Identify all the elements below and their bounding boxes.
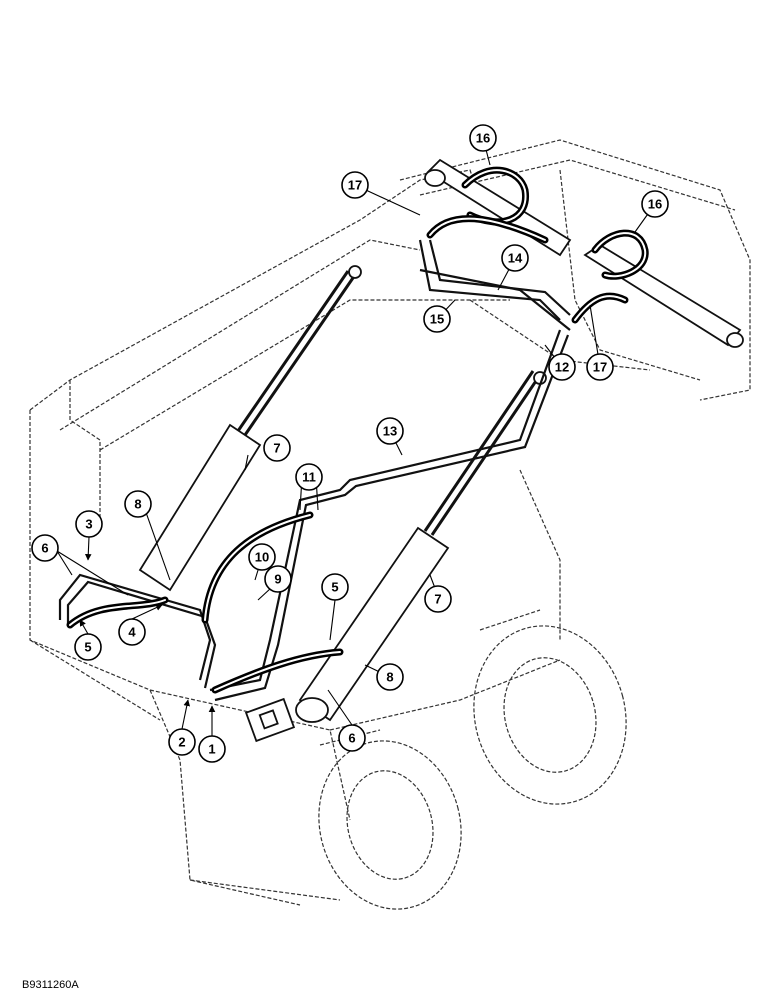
svg-text:16: 16 xyxy=(648,197,662,212)
callout-2: 2 xyxy=(168,728,196,756)
svg-text:9: 9 xyxy=(274,572,281,587)
svg-text:7: 7 xyxy=(273,441,280,456)
svg-text:5: 5 xyxy=(331,580,338,595)
svg-text:17: 17 xyxy=(348,178,362,193)
svg-text:3: 3 xyxy=(85,517,92,532)
svg-text:10: 10 xyxy=(255,550,269,565)
callout-6-right: 6 xyxy=(338,724,366,752)
svg-text:7: 7 xyxy=(434,592,441,607)
callout-11: 11 xyxy=(295,463,323,491)
callout-3: 3 xyxy=(75,510,103,538)
callout-8-left: 8 xyxy=(124,490,152,518)
callout-4: 4 xyxy=(118,618,146,646)
callout-5-left: 5 xyxy=(74,633,102,661)
svg-text:2: 2 xyxy=(178,735,185,750)
callout-14: 14 xyxy=(501,244,529,272)
svg-text:11: 11 xyxy=(302,470,316,485)
callout-15: 15 xyxy=(423,305,451,333)
control-valve xyxy=(244,697,296,743)
steel-tubes xyxy=(58,239,571,702)
callout-13: 13 xyxy=(376,417,404,445)
callout-9: 9 xyxy=(264,565,292,593)
callout-16-right: 16 xyxy=(641,190,669,218)
callout-1: 1 xyxy=(198,735,226,763)
callout-16-left: 16 xyxy=(469,124,497,152)
callout-10: 10 xyxy=(248,543,276,571)
callout-8-right: 8 xyxy=(376,663,404,691)
callout-6-left: 6 xyxy=(31,534,59,562)
right-lift-cylinder xyxy=(295,370,547,723)
svg-text:6: 6 xyxy=(41,541,48,556)
svg-text:8: 8 xyxy=(386,670,393,685)
callout-12: 12 xyxy=(548,353,576,381)
callout-7-top: 7 xyxy=(263,434,291,462)
hoses xyxy=(66,166,649,694)
svg-text:14: 14 xyxy=(508,251,523,266)
svg-text:6: 6 xyxy=(348,731,355,746)
wheels xyxy=(318,609,627,910)
svg-text:5: 5 xyxy=(84,640,91,655)
svg-text:1: 1 xyxy=(208,742,215,757)
svg-text:8: 8 xyxy=(134,497,141,512)
svg-text:16: 16 xyxy=(476,131,490,146)
svg-text:15: 15 xyxy=(430,312,444,327)
svg-text:17: 17 xyxy=(593,360,607,375)
left-lift-cylinder xyxy=(138,265,362,592)
figure-id: B9311260A xyxy=(22,979,79,991)
callout-7-bottom: 7 xyxy=(424,585,452,613)
callout-17-left: 17 xyxy=(341,171,369,199)
callout-5-right: 5 xyxy=(321,573,349,601)
svg-text:4: 4 xyxy=(128,625,136,640)
callout-17-right: 17 xyxy=(586,353,614,381)
svg-text:12: 12 xyxy=(555,360,569,375)
svg-text:13: 13 xyxy=(383,424,397,439)
